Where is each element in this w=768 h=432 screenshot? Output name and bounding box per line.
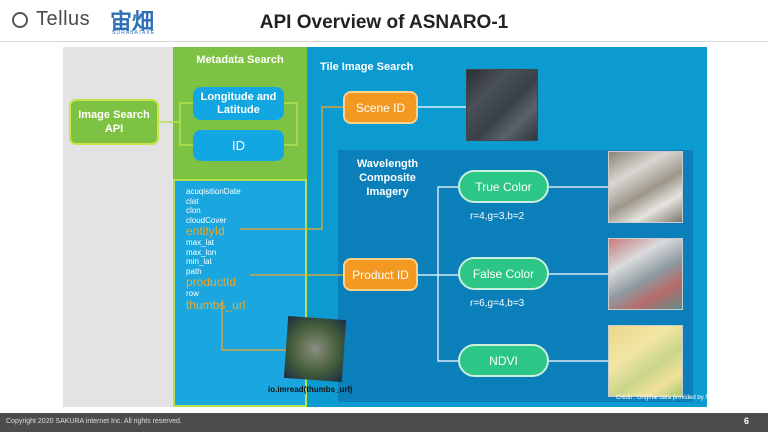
thumbnail-image bbox=[283, 316, 347, 382]
id-box: ID bbox=[193, 130, 284, 161]
false-color-bands: r=6,g=4,b=3 bbox=[470, 298, 525, 309]
scene-image bbox=[466, 69, 538, 141]
field-row: row bbox=[186, 289, 199, 298]
false-color-box: False Color bbox=[458, 257, 549, 290]
ndvi-box: NDVI bbox=[458, 344, 549, 377]
field-min-lat: min_lat bbox=[186, 257, 212, 266]
false-color-image bbox=[608, 238, 683, 310]
page-number: 6 bbox=[744, 416, 750, 426]
field-path: path bbox=[186, 266, 202, 276]
thumbnail-caption: io.imread(thumbs_url) bbox=[268, 385, 353, 394]
logo-text: Tellus bbox=[36, 8, 91, 30]
footer-bar bbox=[0, 413, 768, 432]
longitude-latitude-box: Longitude and Latitude bbox=[193, 87, 284, 120]
image-search-api-box: Image Search API bbox=[69, 99, 159, 145]
image-credit: Credit : Original data provided by NEC bbox=[616, 395, 719, 401]
field-clat: clat bbox=[186, 196, 199, 206]
true-color-box: True Color bbox=[458, 170, 549, 203]
field-thumbs-url: thumbs_url bbox=[186, 297, 246, 312]
tile-image-search-title: Tile Image Search bbox=[320, 61, 414, 73]
logo-icon bbox=[12, 12, 28, 28]
field-max-lon: max_lon bbox=[186, 247, 217, 257]
true-color-image bbox=[608, 151, 683, 223]
page-title: API Overview of ASNARO-1 bbox=[259, 12, 509, 33]
copyright-text: Copyright 2020 SAKURA internet Inc. All … bbox=[6, 418, 182, 425]
true-color-bands: r=4,g=3,b=2 bbox=[470, 211, 525, 222]
sorabatake-logo-sub: SORABATAKE bbox=[112, 30, 156, 36]
wavelength-composite-title: Wavelength Composite Imagery bbox=[356, 158, 419, 198]
field-clon: clon bbox=[186, 206, 201, 215]
ndvi-image bbox=[608, 325, 683, 397]
scene-id-box: Scene ID bbox=[343, 91, 418, 124]
sorabatake-logo: 宙畑 bbox=[110, 9, 155, 35]
field-product-id: productId bbox=[186, 275, 237, 289]
metadata-field-list: acuqisitionDate clat clon cloudCover ent… bbox=[186, 187, 245, 312]
field-entity-id: entityId bbox=[186, 224, 225, 238]
product-id-box: Product ID bbox=[343, 258, 418, 291]
header-divider bbox=[0, 41, 768, 42]
field-max-lat: max_lat bbox=[186, 238, 215, 247]
field-cloud-cover: cloudCover bbox=[186, 215, 227, 225]
metadata-search-title: Metadata Search bbox=[196, 54, 284, 66]
field-acquisition-date: acuqisitionDate bbox=[186, 187, 241, 196]
